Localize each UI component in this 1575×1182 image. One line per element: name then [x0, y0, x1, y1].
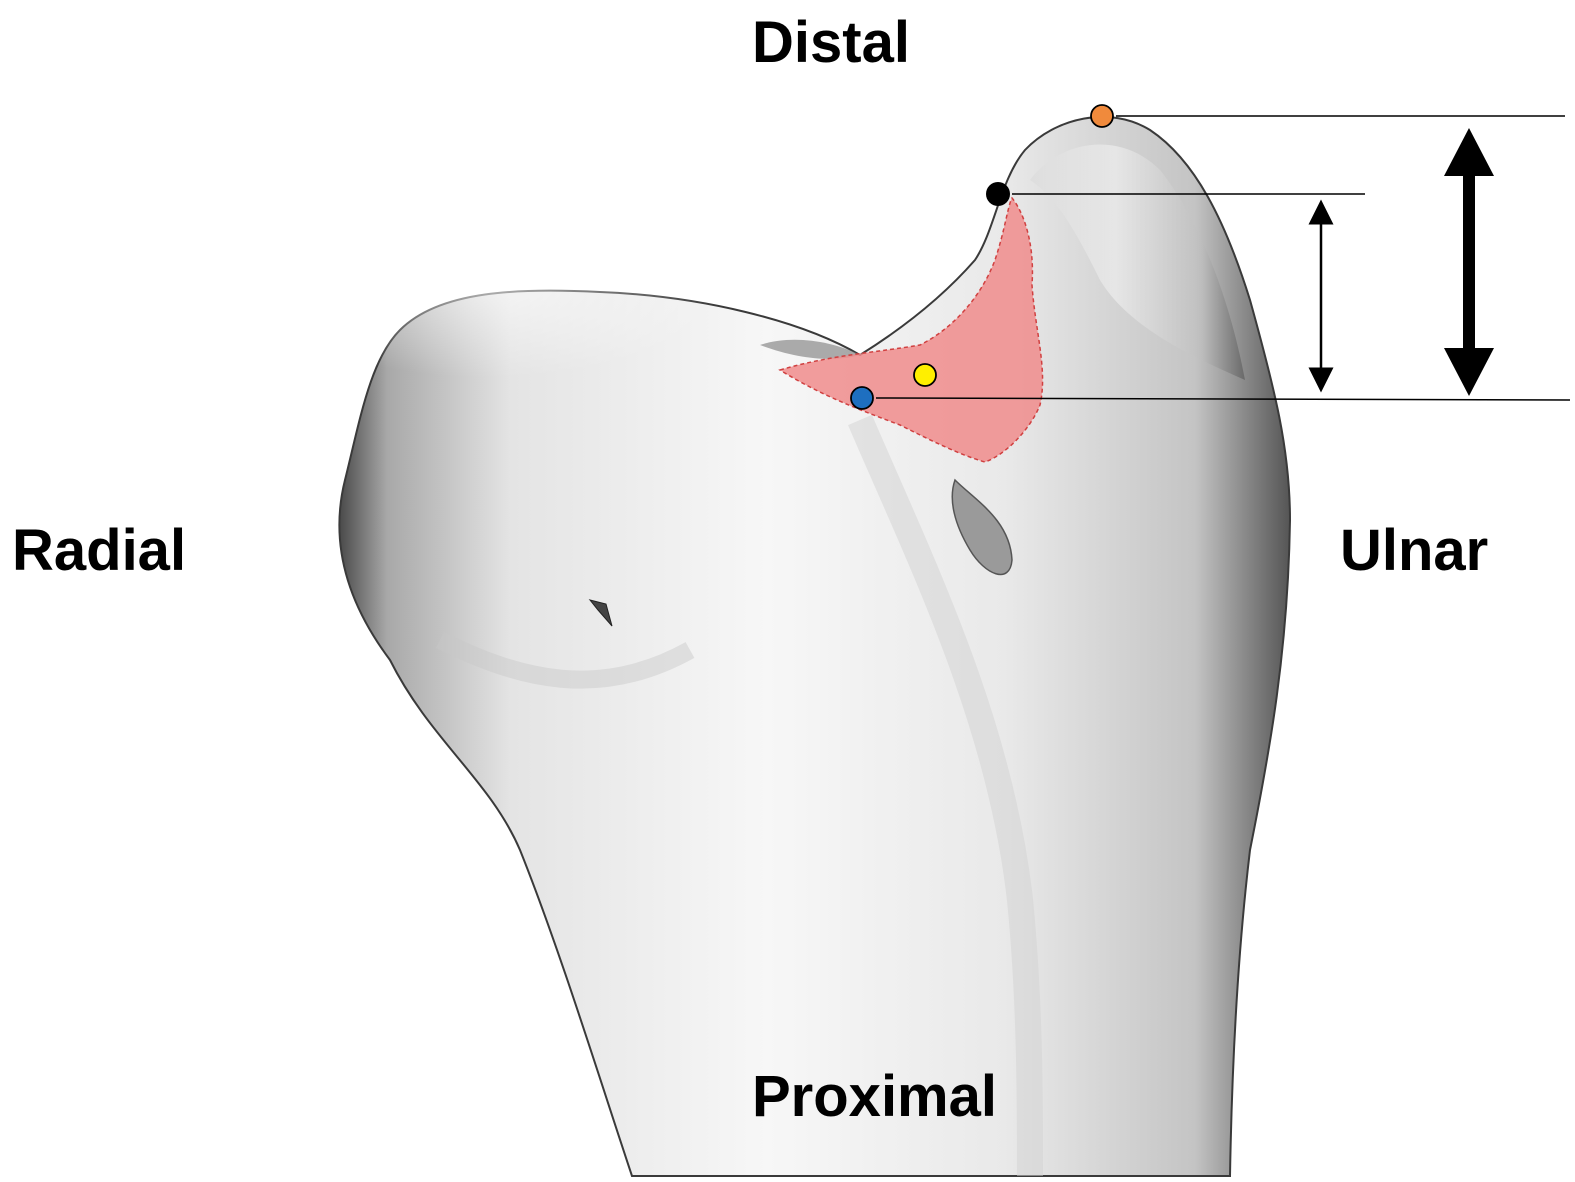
yellow-landmark	[914, 364, 936, 386]
black-landmark	[986, 182, 1010, 206]
radial-head-highlight	[330, 270, 790, 450]
distal-label: Distal	[752, 14, 910, 72]
radial-label: Radial	[12, 522, 186, 580]
ulnar-label: Ulnar	[1340, 522, 1488, 580]
proximal-label: Proximal	[752, 1068, 997, 1126]
blue-landmark	[851, 387, 873, 409]
orange-landmark	[1091, 105, 1113, 127]
long-height-arrow	[1444, 128, 1494, 396]
